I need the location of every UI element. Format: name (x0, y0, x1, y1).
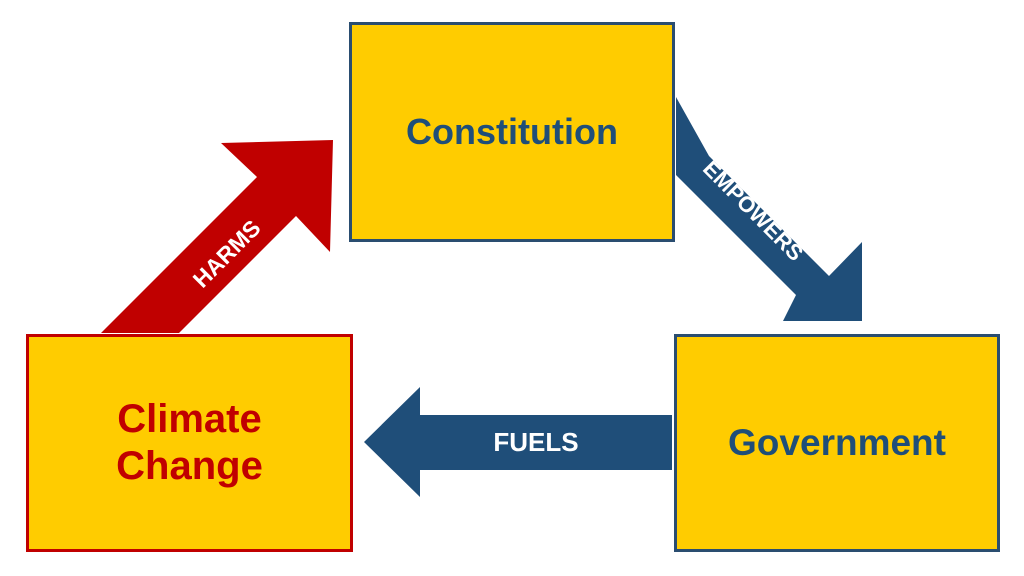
government-label: Government (728, 422, 946, 464)
government-box: Government (674, 334, 1000, 552)
empowers-arrow (676, 97, 862, 321)
climate-change-box: Climate Change (26, 334, 353, 552)
fuels-arrow-label: FUELS (493, 427, 578, 457)
climate-change-label-line1: Climate (117, 396, 262, 441)
constitution-box: Constitution (349, 22, 675, 242)
climate-change-label-line2: Change (116, 444, 263, 488)
climate-change-label: Climate Change (116, 396, 263, 490)
constitution-label: Constitution (406, 110, 618, 152)
harms-arrow (101, 140, 333, 333)
fuels-arrow (364, 387, 672, 497)
